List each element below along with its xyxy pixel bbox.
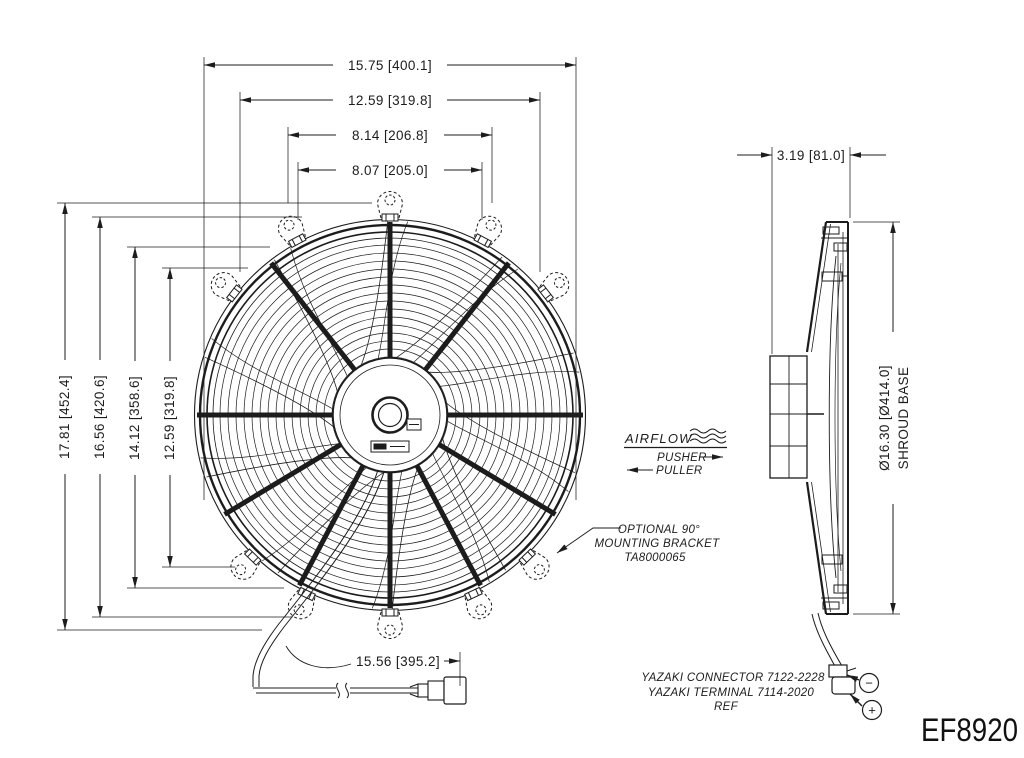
fan-hub [332,357,448,473]
fan-front-view [193,191,587,705]
connector-note-line3: REF [714,701,739,713]
dim-width-2: 12.59 [319.8] [348,93,432,108]
dim-width-overall: 15.75 [400.1] [348,58,432,73]
depth-dimension: 3.19 [81.0] [737,147,886,354]
top-dimensions: 15.75 [400.1] 12.59 [319.8] 8.14 [206.8]… [203,56,577,500]
dim-height-2: 16.56 [420.6] [92,375,107,459]
dim-height-4: 12.59 [319.8] [162,376,177,460]
airflow-waves-icon [689,428,727,444]
plus-terminal-icon: + [868,703,876,718]
dim-height-3: 14.12 [358.6] [127,376,142,460]
dim-wire-length: 15.56 [395.2] [356,654,440,669]
front-wire-harness [252,469,467,705]
wire-break-mark [336,682,340,699]
pusher-label: PUSHER [657,452,707,464]
front-connector [409,676,467,705]
connector-note-line2: YAZAKI TERMINAL 7114-2020 [648,687,815,699]
airflow-legend: AIRFLOW PUSHER PULLER [624,428,727,477]
bracket-note-line3: TA8000065 [624,552,686,564]
connector-note: YAZAKI CONNECTOR 7122-2228 YAZAKI TERMIN… [641,672,825,713]
bracket-note-line1: OPTIONAL 90° [618,524,700,536]
shroud-base-label: SHROUD BASE [896,367,911,470]
dim-depth: 3.19 [81.0] [777,148,845,163]
dim-shroud-diameter: Ø16.30 [Ø414.0] [877,365,892,471]
minus-terminal-icon: − [865,676,873,691]
dim-height-overall: 17.81 [452.4] [57,375,72,459]
connector-note-line1: YAZAKI CONNECTOR 7122-2228 [641,672,825,684]
motor-housing [769,355,824,479]
left-extension-lines [57,202,372,631]
fan-side-view: 3.19 [81.0] Ø16.30 [Ø414.0] SHROUD BASE [737,147,911,695]
wire-length-dimension: 15.56 [395.2] [285,645,461,686]
shroud-diameter-dimension: Ø16.30 [Ø414.0] SHROUD BASE [853,221,911,615]
airflow-label: AIRFLOW [624,431,693,446]
puller-label: PULLER [656,465,703,477]
part-number: EF8920 [921,712,1018,748]
hub-brand-label [370,440,410,453]
left-dimensions: 17.81 [452.4] 16.56 [420.6] 14.12 [358.6… [53,202,372,631]
polarity-markers: − + [846,672,883,721]
bracket-note: OPTIONAL 90° MOUNTING BRACKET TA8000065 [556,524,721,564]
dim-width-4: 8.07 [205.0] [352,163,428,178]
side-connector [828,664,857,695]
bracket-note-line2: MOUNTING BRACKET [595,538,721,550]
dim-width-3: 8.14 [206.8] [352,128,428,143]
top-extension-lines [203,57,577,500]
